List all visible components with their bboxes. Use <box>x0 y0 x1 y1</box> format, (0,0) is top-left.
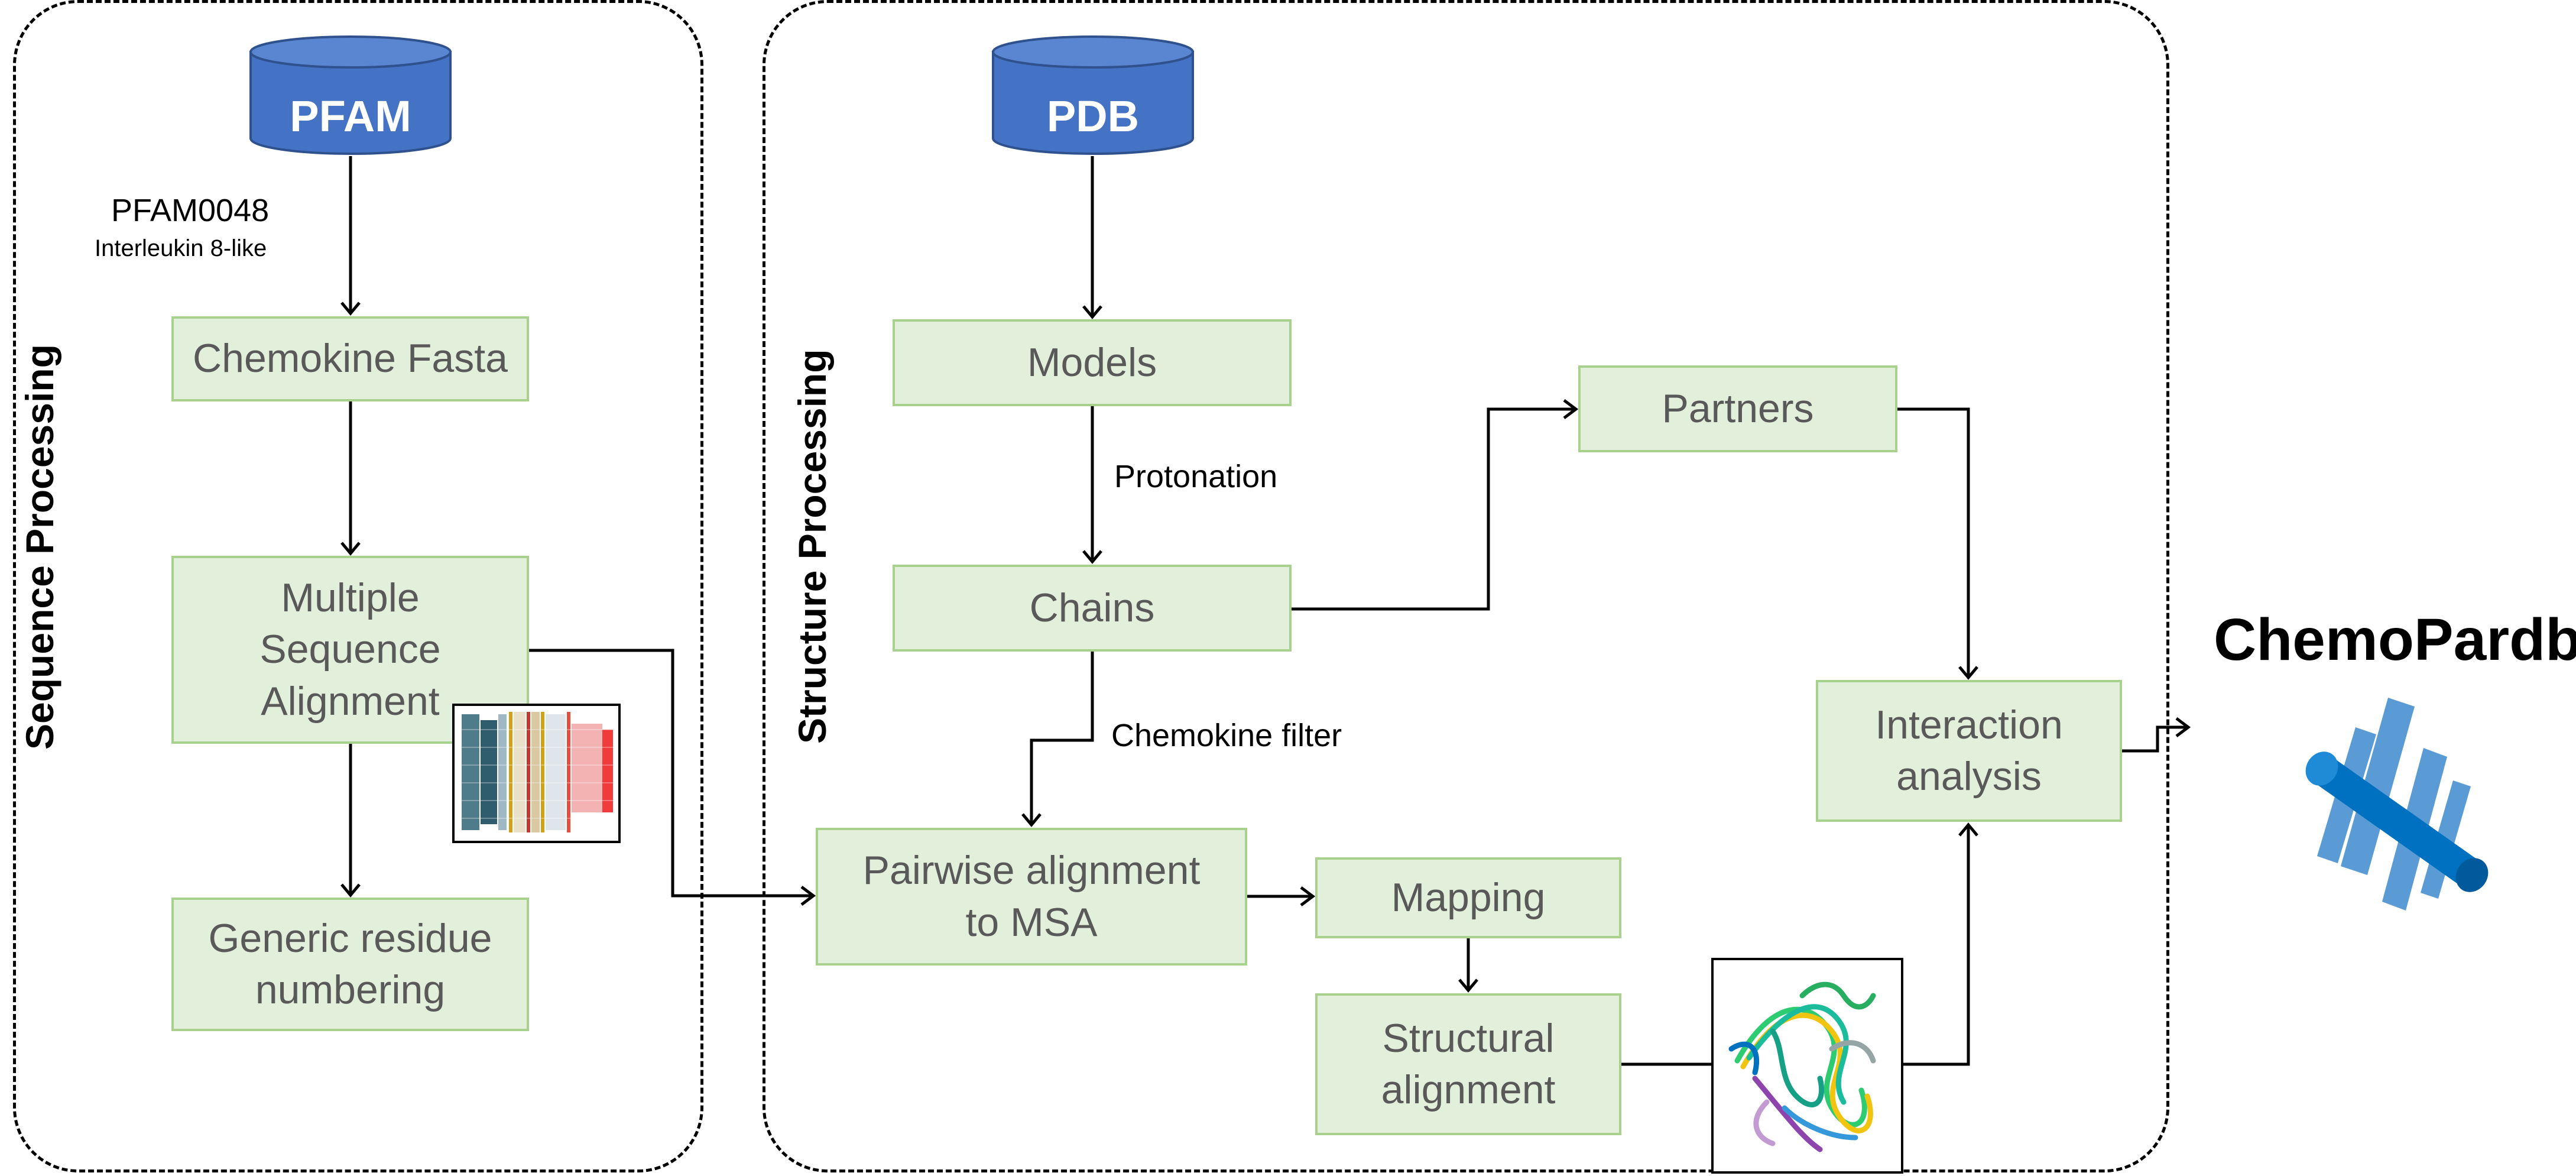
models-box: Models <box>893 319 1292 406</box>
database-cylinder-icon <box>249 35 452 155</box>
msa-image-icon <box>455 706 618 841</box>
chains-box: Chains <box>893 565 1292 652</box>
pdb-database: PDB <box>991 34 1195 156</box>
arrow-msa-to-pairwise <box>529 649 812 898</box>
chemokine-filter-label: Chemokine filter <box>1111 718 1342 753</box>
mapping-box: Mapping <box>1315 857 1621 938</box>
interaction-analysis-box: Interaction analysis <box>1816 680 2122 822</box>
chemopardb-logo-icon <box>2305 698 2489 911</box>
pfam-id-label: PFAM0048 <box>111 193 270 228</box>
chemopardb-title: ChemoPardb <box>2214 607 2576 673</box>
chemokine-fasta-box: Chemokine Fasta <box>171 316 529 401</box>
generic-numbering-box: Generic residue numbering <box>171 898 529 1031</box>
protein-structure-icon <box>1714 960 1901 1171</box>
pfam-label: PFAM <box>290 92 411 141</box>
arrow-partners-to-interaction <box>1897 407 1970 676</box>
structural-alignment-box: Structural alignment <box>1315 993 1621 1135</box>
msa-thumbnail <box>452 704 621 843</box>
protonation-label: Protonation <box>1114 459 1278 494</box>
structure-processing-region <box>763 0 2169 1172</box>
arrow-chains-to-partners <box>1292 407 1575 611</box>
sequence-processing-region <box>13 0 703 1172</box>
partners-box: Partners <box>1578 365 1897 452</box>
structure-thumbnail <box>1711 958 1903 1174</box>
pairwise-alignment-box: Pairwise alignment to MSA <box>816 828 1247 966</box>
pdb-label: PDB <box>1046 92 1140 141</box>
arrow-interaction-to-output <box>2122 725 2187 753</box>
pfam-name-label: Interleukin 8-like <box>95 235 267 261</box>
arrow-chains-to-pairwise <box>1030 652 1094 824</box>
pfam-database: PFAM <box>248 34 453 156</box>
database-cylinder-icon <box>992 35 1194 155</box>
